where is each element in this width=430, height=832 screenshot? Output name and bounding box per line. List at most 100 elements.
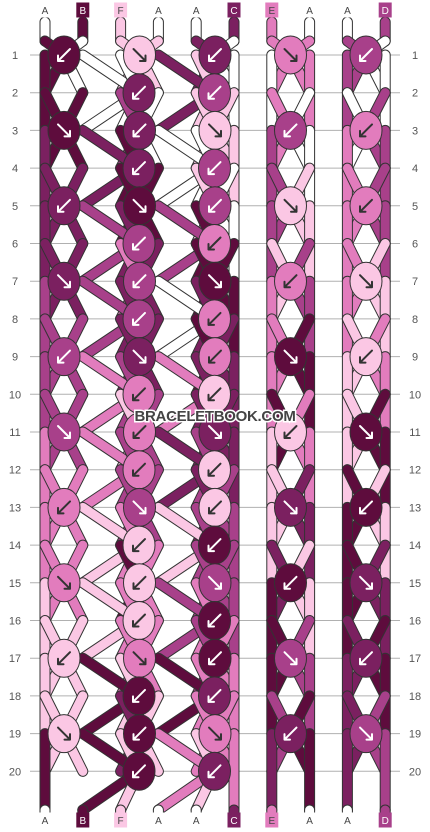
knot [198, 35, 232, 75]
knot-arrow-icon [132, 764, 146, 779]
knots [47, 35, 383, 791]
knot [123, 487, 156, 527]
knot-arrow-icon [359, 726, 373, 741]
knot [123, 337, 156, 377]
string-label-box [189, 2, 203, 18]
string-label-box [38, 2, 52, 18]
string-label-bottom: C [227, 812, 241, 828]
string-label-box [114, 812, 128, 828]
row-label-right: 15 [409, 578, 421, 590]
knot [47, 714, 81, 754]
string-label-top: A [151, 2, 165, 18]
knot [198, 487, 232, 527]
string-label-box [76, 812, 90, 828]
knot-arrow-icon [132, 538, 146, 553]
knot [47, 638, 81, 678]
string-label-box [265, 2, 279, 18]
knot-arrow-icon [57, 500, 71, 515]
string-label-top: E [265, 2, 279, 18]
knot [122, 450, 156, 490]
knot-arrow-icon [132, 274, 147, 289]
knot-arrow-icon [132, 198, 147, 213]
knot [122, 751, 156, 791]
string-letter: A [344, 6, 351, 17]
row-label-left: 1 [12, 50, 18, 62]
knot-arrow-icon [207, 613, 222, 628]
knot-arrow-icon [359, 575, 373, 590]
knot [198, 751, 231, 791]
knot-arrow-icon [132, 85, 146, 100]
row-label-right: 3 [412, 125, 418, 137]
knot [122, 601, 156, 640]
knot-arrow-icon [57, 349, 71, 364]
string-letter: B [79, 816, 86, 827]
knot-arrow-icon [132, 688, 146, 703]
knot-arrow-icon [57, 274, 71, 289]
knot [349, 186, 383, 226]
row-label-right: 9 [412, 352, 418, 364]
knot-arrow-icon [359, 198, 373, 213]
knot-arrow-icon [57, 198, 71, 213]
row-label-left: 11 [9, 427, 20, 439]
knot-arrow-icon [132, 462, 146, 477]
knot-arrow-icon [207, 387, 222, 402]
string-letter: D [382, 816, 389, 827]
knot-arrow-icon [207, 764, 222, 779]
knot-arrow-icon [283, 198, 298, 213]
knot [198, 186, 232, 226]
string-label-box [189, 812, 203, 828]
knot [122, 676, 156, 716]
knot [198, 450, 231, 490]
string-letter: A [42, 816, 49, 827]
string-letter: F [118, 6, 124, 17]
row-label-right: 20 [409, 766, 421, 778]
knot-arrow-icon [132, 48, 147, 62]
knot-arrow-icon [207, 311, 222, 326]
knot [349, 337, 383, 377]
knot-arrow-icon [359, 274, 373, 289]
row-label-right: 8 [412, 314, 418, 326]
knot [274, 412, 307, 452]
knot-arrow-icon [283, 123, 298, 138]
knot-arrow-icon [132, 349, 147, 364]
row-label-right: 17 [409, 653, 421, 665]
string-letter: A [193, 6, 200, 17]
knot-arrow-icon [283, 48, 298, 62]
knot-arrow-icon [132, 613, 146, 628]
knot [123, 563, 156, 603]
string-letter: E [268, 6, 275, 17]
knot [47, 110, 81, 150]
knot-arrow-icon [207, 236, 222, 251]
knot [123, 110, 156, 150]
knot-arrow-icon [132, 500, 147, 515]
knot [274, 337, 307, 377]
knot [122, 299, 156, 339]
knot [47, 186, 81, 226]
row-label-left: 20 [9, 766, 21, 778]
knot [122, 525, 156, 565]
knot [123, 638, 156, 678]
knot-arrow-icon [57, 726, 71, 741]
knot-arrow-icon [208, 651, 222, 666]
row-label-left: 6 [12, 239, 18, 251]
row-label-left: 10 [9, 389, 21, 401]
row-label-left: 3 [12, 125, 18, 137]
row-label-left: 12 [9, 465, 21, 477]
row-label-right: 2 [412, 88, 418, 100]
row-label-right: 19 [409, 729, 421, 741]
knot [198, 224, 231, 263]
knot-arrow-icon [132, 651, 147, 666]
knot [349, 563, 383, 603]
knot [47, 412, 81, 452]
string-label-bottom: B [76, 812, 90, 828]
knot-arrow-icon [283, 726, 298, 741]
knot-arrow-icon [132, 161, 146, 176]
knot-arrow-icon [132, 236, 146, 251]
knot-arrow-icon [208, 274, 222, 289]
string-label-top: B [76, 2, 90, 18]
row-label-left: 7 [12, 276, 18, 288]
string-label-box [227, 812, 241, 828]
row-label-right: 7 [412, 276, 418, 288]
